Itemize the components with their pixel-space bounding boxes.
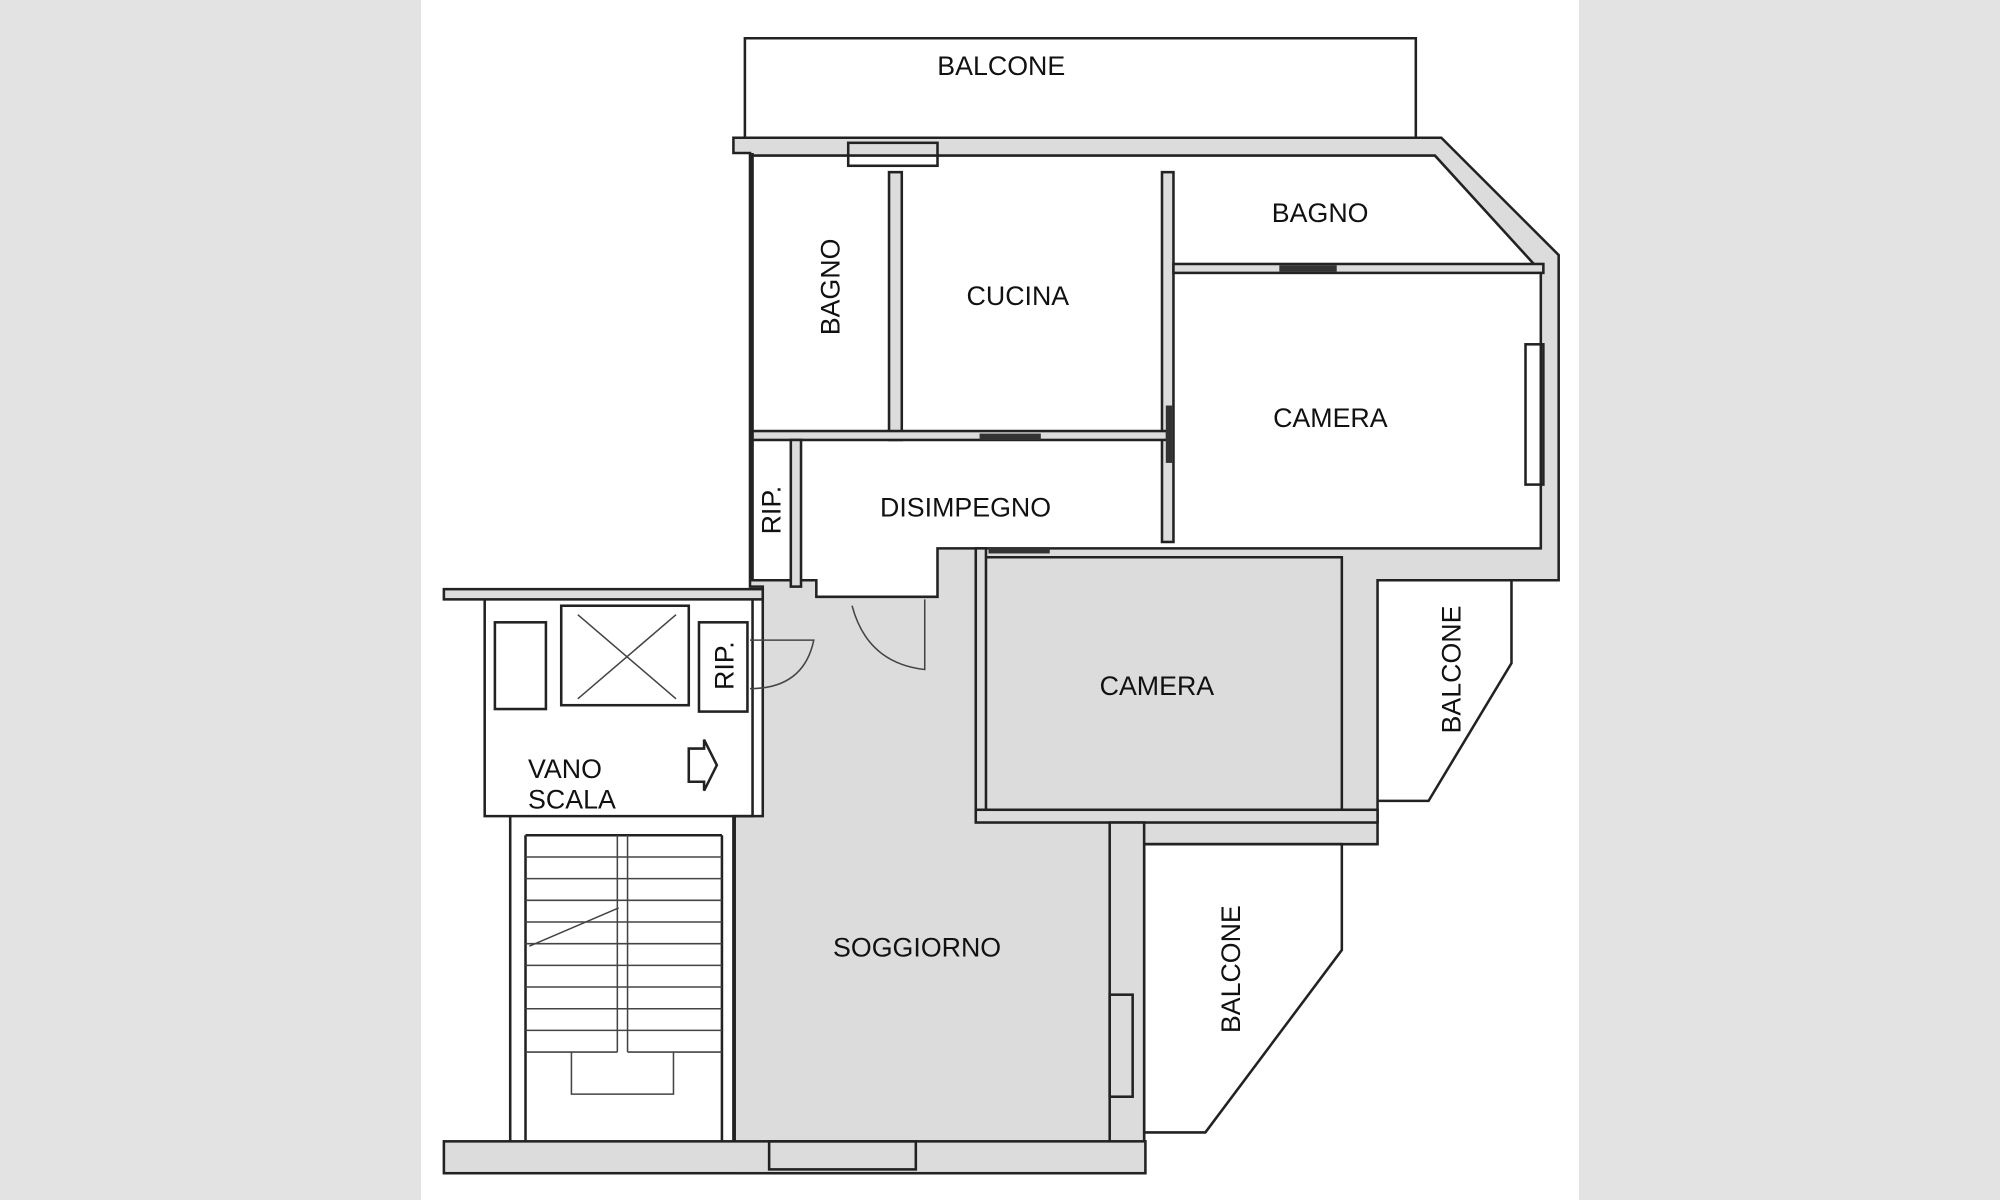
window [1108, 993, 1134, 1098]
wall-rip [789, 438, 803, 588]
elevator [559, 604, 691, 707]
balcone-top-outline [743, 36, 1418, 138]
door-swing [749, 639, 815, 690]
label-vano-scala-2: SCALA [528, 785, 616, 815]
wall-camera-bottom [974, 808, 1379, 824]
arrow-icon [687, 739, 719, 792]
label-bagno-left: BAGNO [815, 239, 845, 336]
wall-disimpegno-top [751, 429, 1169, 442]
door [988, 547, 1050, 554]
wall-camera-soggiorno [974, 547, 988, 818]
label-vano-scala-1: VANO [528, 754, 602, 784]
balcone-right-outline [1377, 578, 1513, 803]
door-swing [851, 599, 926, 671]
wall-bagno-camera [1172, 262, 1545, 275]
door [1279, 265, 1337, 272]
label-bagno-right: BAGNO [1272, 198, 1369, 228]
label-camera-top: CAMERA [1273, 403, 1388, 433]
window [846, 141, 939, 168]
shaft [493, 621, 548, 711]
window-soggiorno [767, 1140, 918, 1171]
stair-core-outline [483, 599, 754, 818]
rip-lower-box [697, 621, 749, 713]
wall-bagno-cucina [887, 170, 904, 442]
label-disimpegno: DISIMPEGNO [880, 492, 1051, 522]
label-rip-upper: RIP. [757, 486, 787, 535]
window [1524, 343, 1545, 486]
wall-bottom-left [442, 1140, 1147, 1175]
stair-walls [508, 816, 736, 1142]
stair-steps [525, 835, 722, 1095]
balcone-bottom-outline [1144, 842, 1344, 1134]
wall-cucina-camera [1160, 170, 1175, 544]
wall-stair-top [442, 587, 765, 601]
label-rip-lower: RIP. [709, 641, 739, 690]
elevator-cross-icon [577, 614, 677, 700]
label-camera-middle: CAMERA [1100, 671, 1215, 701]
label-balcone-right: BALCONE [1436, 606, 1466, 734]
wall-soggiorno-right [1108, 821, 1146, 1175]
label-soggiorno: SOGGIORNO [833, 932, 1001, 962]
door [979, 433, 1041, 440]
label-balcone-bottom: BALCONE [1216, 905, 1246, 1033]
door [1165, 405, 1173, 463]
label-balcone-top: BALCONE [937, 51, 1065, 81]
label-cucina: CUCINA [967, 281, 1070, 311]
